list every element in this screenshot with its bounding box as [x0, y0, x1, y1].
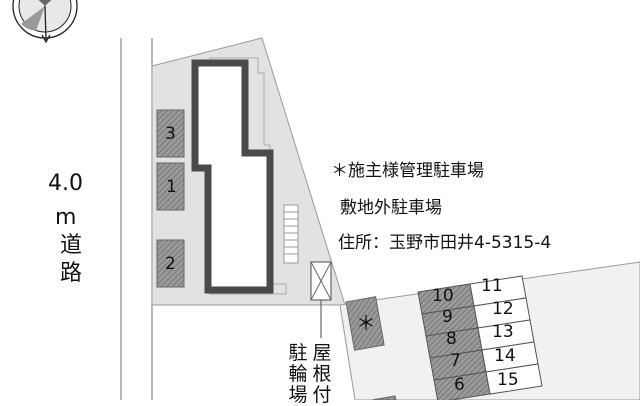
partial-space [371, 395, 397, 400]
parking-space-2 [156, 239, 185, 288]
bike-roof-char: 根 [312, 363, 332, 385]
offsite-space-14: 14 [494, 346, 516, 366]
legend-owner-parking: ＊施主様管理駐車場 [331, 161, 484, 181]
building-outline [191, 59, 274, 294]
offsite-space-7: 7 [450, 351, 461, 371]
offsite-space-8: 8 [446, 329, 457, 349]
offsite-space-15: 15 [497, 370, 519, 390]
owner-parking-space [345, 296, 385, 351]
offsite-space-9: 9 [442, 307, 453, 327]
offsite-space-11: 11 [481, 276, 503, 296]
parking-space-3 [156, 109, 185, 158]
stairs-icon [283, 204, 299, 264]
bike-parking-char: 場 [288, 384, 308, 406]
bike-parking-char: 駐 [288, 342, 308, 364]
address-text: 住所：玉野市田井4-5315-4 [338, 233, 552, 253]
road-label-char-1: 道 [60, 233, 83, 258]
offsite-space-13: 13 [492, 322, 514, 342]
offsite-parking-rows [417, 275, 543, 400]
bike-parking-char: 輪 [288, 363, 308, 385]
bike-roof-char: 付 [312, 384, 332, 406]
bike-parking-label: 駐 輪 場 [287, 343, 309, 406]
parking-space-1 [156, 162, 185, 211]
legend-offsite-parking: 敷地外駐車場 [340, 198, 442, 218]
offsite-space-10: 10 [432, 286, 454, 306]
bike-roof-char: 屋 [312, 342, 332, 364]
space-number-1: 1 [166, 177, 177, 197]
compass-icon [12, 0, 78, 44]
offsite-space-12: 12 [492, 299, 514, 319]
bike-roof-label: 屋 根 付 [311, 343, 333, 406]
offsite-space-6: 6 [454, 375, 465, 395]
road-label-char-2: 路 [60, 261, 83, 286]
space-number-2: 2 [165, 254, 176, 274]
bike-parking-box [310, 261, 332, 338]
owner-space-mark: ＊ [356, 311, 376, 335]
road-width-unit: m [55, 205, 77, 230]
road-width-label: 4.0 [48, 171, 83, 196]
building-footprint [209, 57, 287, 295]
space-number-3: 3 [165, 124, 176, 144]
